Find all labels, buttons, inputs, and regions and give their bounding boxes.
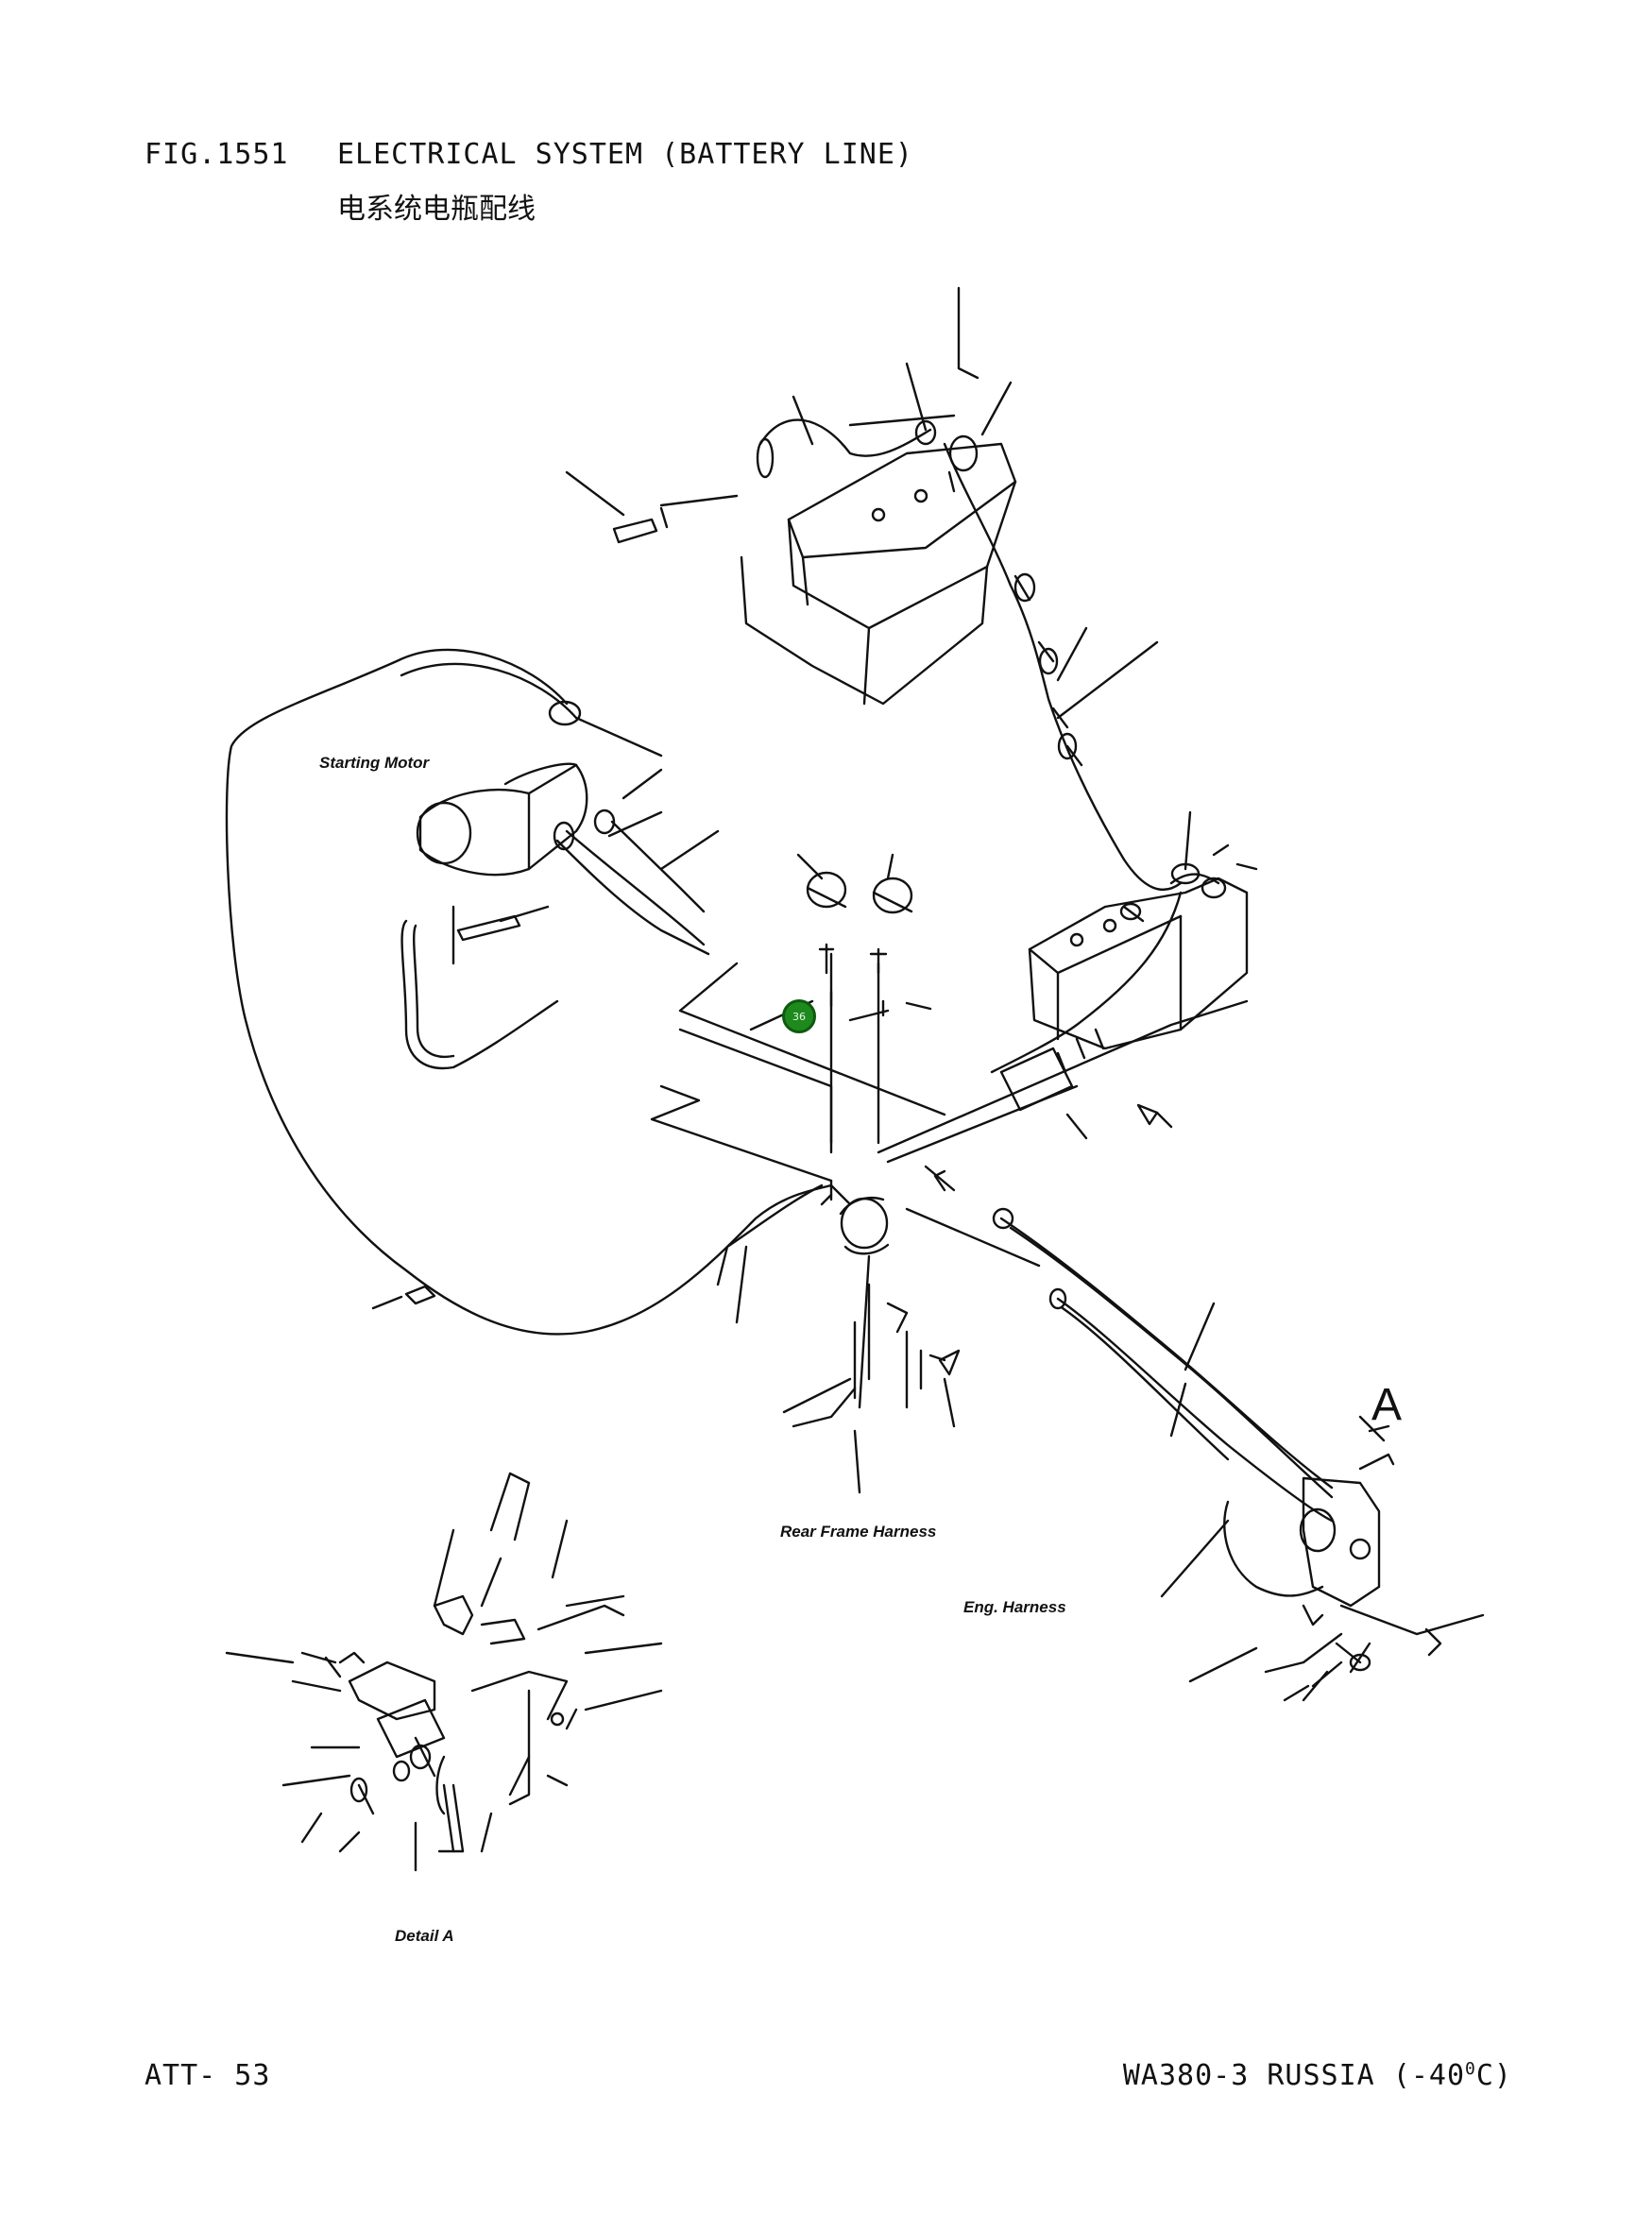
footer-model-degree: 0 bbox=[1465, 2059, 1476, 2079]
figure-title: ELECTRICAL SYSTEM (BATTERY LINE) bbox=[337, 138, 913, 171]
callout-badge[interactable]: 36 bbox=[782, 999, 816, 1033]
footer-model: WA380-3 RUSSIA (-400C) bbox=[1123, 2059, 1512, 2092]
upper-battery bbox=[740, 442, 1017, 706]
label-starting-motor: Starting Motor bbox=[319, 754, 430, 772]
detail-a-drawing bbox=[300, 1472, 625, 1853]
label-rear-frame-harness: Rear Frame Harness bbox=[780, 1523, 937, 1541]
figure-title-chinese: 电系统电瓶配线 bbox=[337, 193, 536, 226]
label-detail-a: Detail A bbox=[395, 1927, 454, 1945]
view-a-bracket bbox=[1223, 1415, 1395, 1626]
figure-label: FIG.1551 bbox=[145, 138, 289, 171]
starting-motor bbox=[400, 762, 588, 1070]
right-battery bbox=[1028, 877, 1249, 1050]
footer-page-code: ATT- 53 bbox=[145, 2059, 271, 2092]
footer-model-end: C) bbox=[1475, 2059, 1512, 2092]
label-view-a: A bbox=[1371, 1380, 1403, 1430]
label-eng-harness: Eng. Harness bbox=[963, 1598, 1066, 1616]
battery-relay bbox=[820, 1184, 890, 1255]
footer-model-main: WA380-3 RUSSIA (-40 bbox=[1122, 2059, 1466, 2092]
